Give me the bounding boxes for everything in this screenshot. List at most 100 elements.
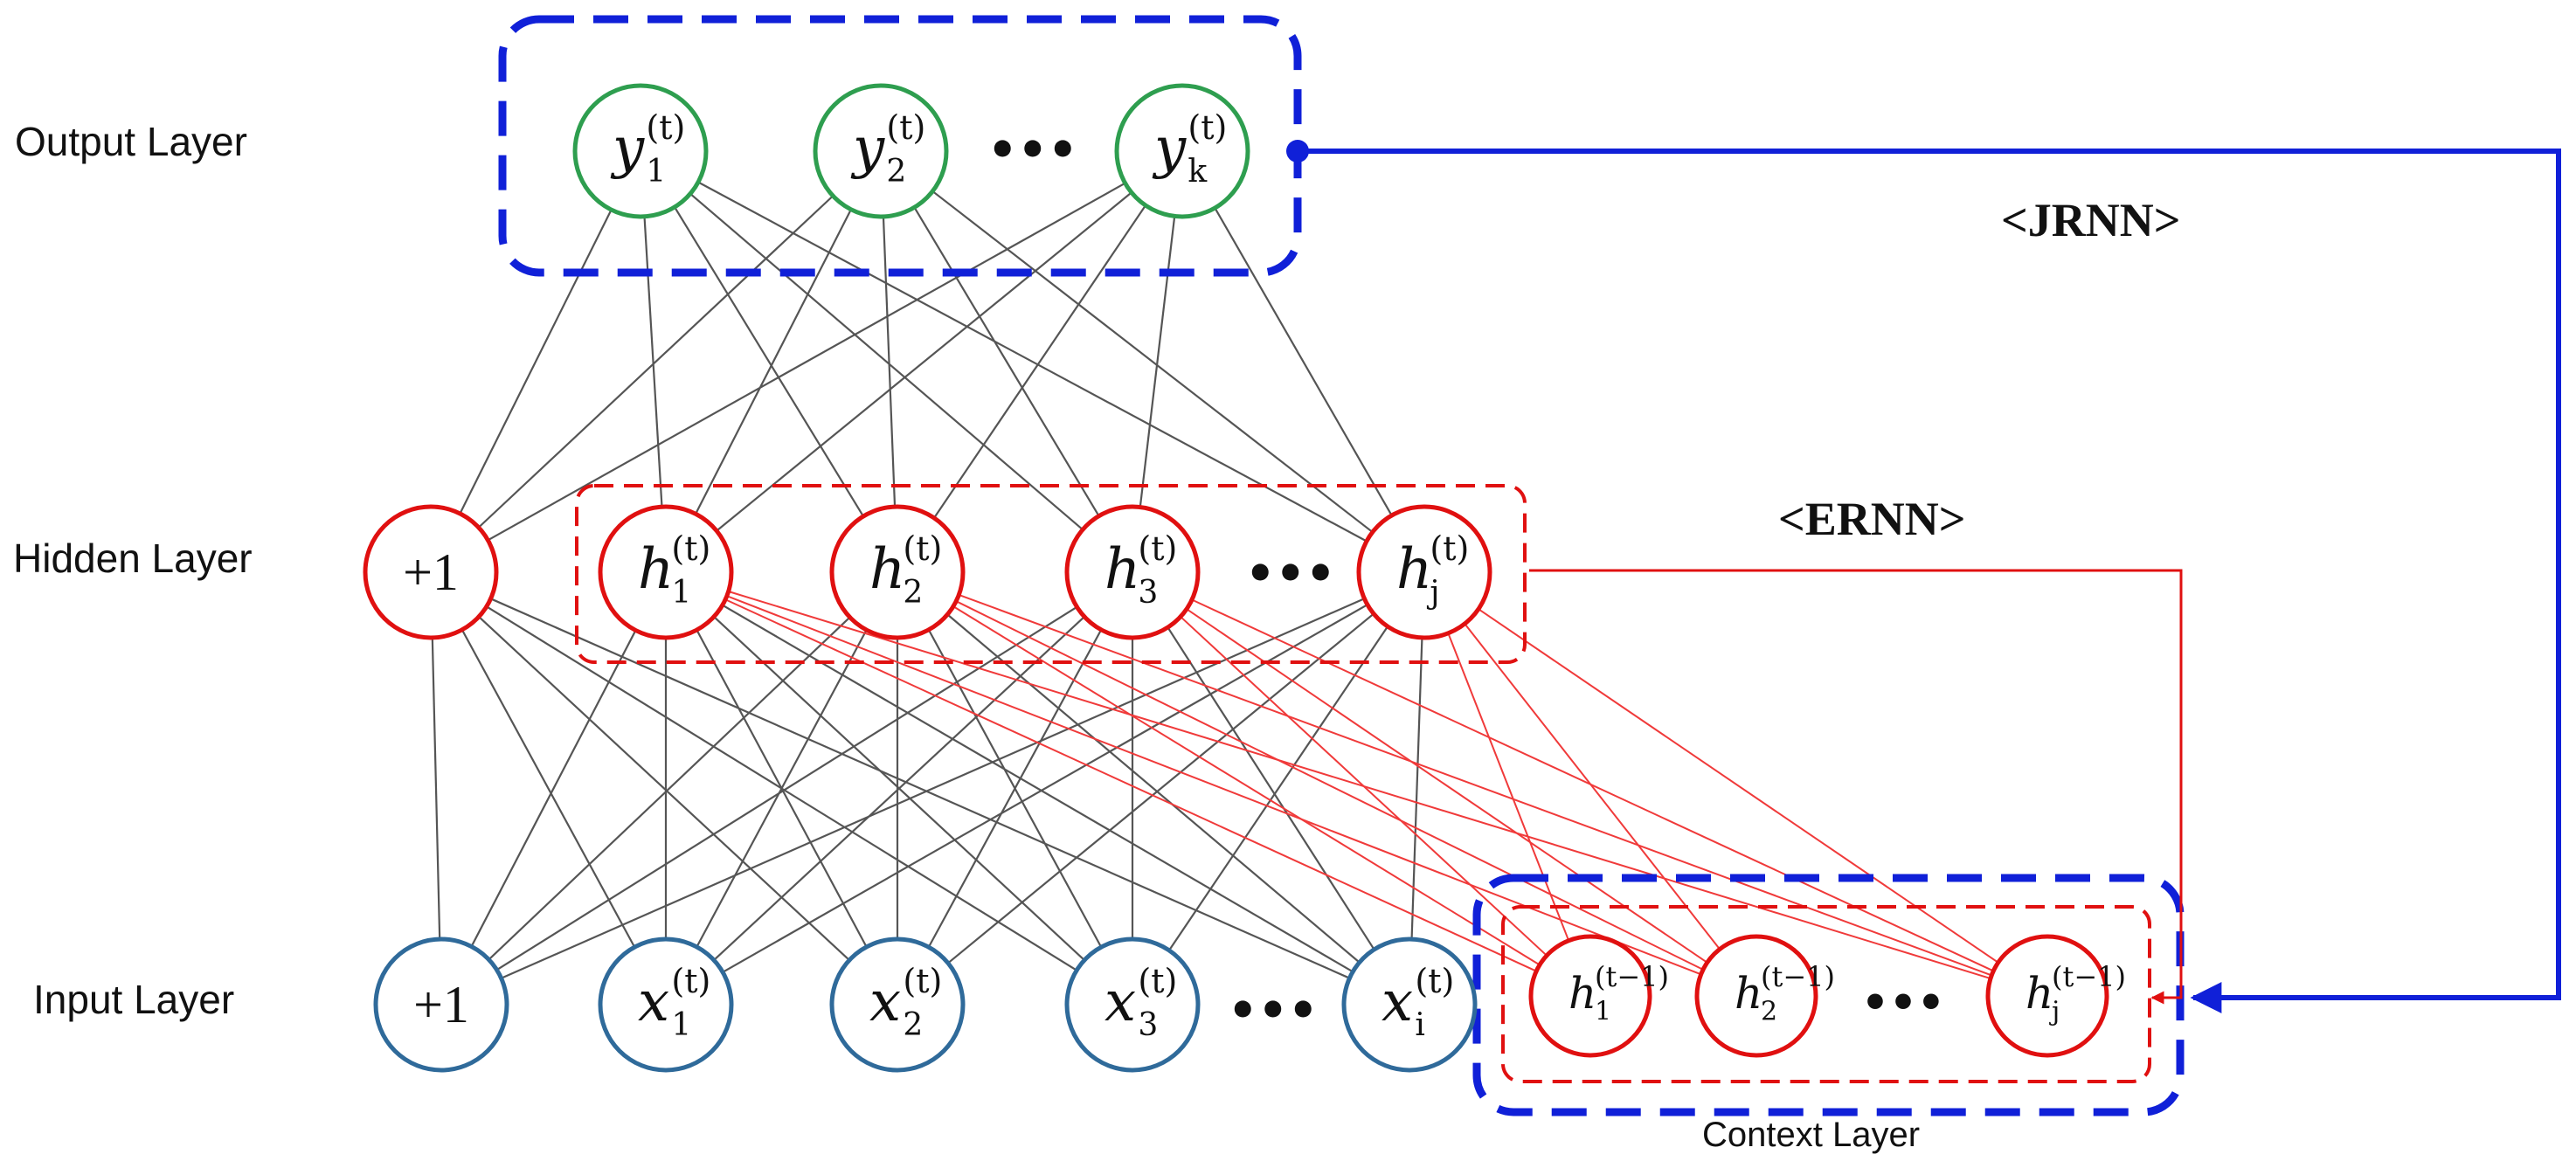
output-node-subscript: k — [1188, 154, 1208, 190]
edge-xb-h1 — [470, 630, 637, 947]
input-node-circle — [1064, 937, 1201, 1073]
context-node-subscript: 1 — [1595, 997, 1611, 1027]
hidden-node-circle — [1064, 504, 1201, 640]
context-node-superscript: (t−1) — [1761, 960, 1835, 993]
hidden-node-superscript: (t) — [903, 529, 942, 568]
input-node-superscript: (t) — [903, 962, 942, 1000]
hidden-node-superscript: (t) — [1138, 529, 1177, 568]
edge-hj-y1 — [697, 181, 1368, 543]
context-node-symbol: h — [1568, 968, 1596, 1019]
edge-x3-h1 — [713, 616, 1085, 961]
input-node-subscript: 3 — [1138, 1007, 1158, 1043]
output-node-circle — [572, 83, 709, 219]
edge-hb-xi — [490, 598, 1350, 979]
output-node-symbol: y — [850, 116, 885, 181]
output-ellipsis: ••• — [987, 122, 1078, 177]
hidden-node-subscript: 2 — [903, 575, 923, 611]
output-node-circle — [1114, 83, 1250, 219]
context-node-circle — [1694, 934, 1818, 1058]
context-node-c2: h2(t−1) — [1694, 934, 1835, 1058]
input-node-symbol: x — [869, 970, 901, 1034]
edge-h2-c2 — [955, 600, 1704, 971]
hidden-node-superscript: (t) — [671, 529, 710, 568]
output-node-subscript: 1 — [646, 154, 666, 190]
output-layer-label: Output Layer — [15, 119, 247, 164]
output-node-superscript: (t) — [1188, 108, 1227, 147]
output-node-superscript: (t) — [886, 108, 925, 147]
hidden-node-symbol: h — [638, 537, 674, 602]
context-layer-label: Context Layer — [1702, 1116, 1920, 1154]
hidden-node-subscript: j — [1426, 575, 1439, 611]
edge-x2-hj — [947, 612, 1375, 964]
context-node-circle — [1985, 934, 2109, 1058]
hidden-node-subscript: 1 — [671, 575, 691, 611]
hidden-bias-label: +1 — [403, 543, 459, 601]
edge-h3-y2 — [913, 206, 1100, 517]
hidden-node-symbol: h — [869, 537, 905, 602]
input-node-superscript: (t) — [1415, 962, 1454, 1000]
edge-hj-y2 — [931, 190, 1374, 533]
context-layer-ernn-box — [1501, 905, 2151, 1083]
edge-h1-c2 — [726, 595, 1701, 976]
hidden-node-superscript: (t) — [1430, 529, 1469, 568]
hidden-node-circle — [598, 504, 734, 640]
hidden-node-h2: h2 (t) — [829, 504, 966, 640]
edge-xb-hj — [501, 598, 1365, 979]
hidden-bias-node: +1 — [363, 504, 499, 640]
input-node-circle — [598, 937, 734, 1073]
context-node-superscript: (t−1) — [1595, 960, 1669, 993]
edge-h3-c1 — [1180, 616, 1548, 957]
edge-hj-yk — [1214, 207, 1393, 516]
context-node-symbol: h — [1735, 968, 1762, 1019]
edge-h2-c1 — [952, 605, 1541, 966]
jrnn-feedback-connection — [1286, 140, 2561, 1013]
jrnn-label: <JRNN> — [2001, 194, 2181, 246]
edge-h1-c1 — [724, 598, 1537, 972]
edge-hb-x3 — [486, 605, 1077, 971]
input-bias-circle — [373, 937, 509, 1073]
hidden-node-symbol: h — [1104, 537, 1140, 602]
edge-hb-xb — [431, 637, 441, 940]
hidden-node-circle — [829, 504, 966, 640]
edge-x1-hj — [722, 604, 1368, 973]
edge-hb-y1 — [459, 209, 613, 515]
output-node-subscript: 2 — [886, 154, 906, 190]
output-node-symbol: y — [1152, 116, 1187, 181]
edge-h3-y1 — [689, 192, 1084, 531]
input-node-subscript: 2 — [903, 1007, 923, 1043]
hidden-to-context-edges — [724, 591, 1999, 980]
hidden-ellipsis: ••• — [1245, 546, 1336, 601]
input-node-subscript: i — [1415, 1007, 1425, 1043]
edge-x3-h2 — [927, 629, 1103, 948]
edge-h1-y2 — [695, 209, 852, 515]
edge-h1-yk — [716, 191, 1132, 532]
context-node-cj: hj (t−1) — [1985, 934, 2126, 1058]
context-node-c1: h1 (t−1) — [1528, 934, 1669, 1058]
context-node-circle — [1528, 934, 1652, 1058]
context-ellipsis: ••• — [1861, 978, 1945, 1028]
input-node-symbol: x — [1381, 970, 1413, 1034]
input-node-circle — [829, 937, 966, 1073]
input-node-symbol: x — [1104, 970, 1136, 1034]
edge-xi-h2 — [946, 613, 1361, 964]
output-node-circle — [813, 83, 949, 219]
edge-xb-h3 — [495, 605, 1078, 971]
edge-h2-y2 — [882, 216, 897, 508]
hidden-node-subscript: 3 — [1138, 575, 1158, 611]
hidden-to-output-edges — [459, 181, 1393, 543]
edge-hj-c2 — [1464, 623, 1721, 950]
hidden-node-h1: h1 (t) — [598, 504, 734, 640]
context-node-symbol: h — [2025, 968, 2053, 1019]
edge-h1-cj — [728, 591, 1991, 980]
ernn-feedback-connection — [1529, 569, 2183, 1005]
context-node-subscript: j — [2049, 997, 2060, 1027]
context-node-superscript: (t−1) — [2052, 960, 2126, 993]
